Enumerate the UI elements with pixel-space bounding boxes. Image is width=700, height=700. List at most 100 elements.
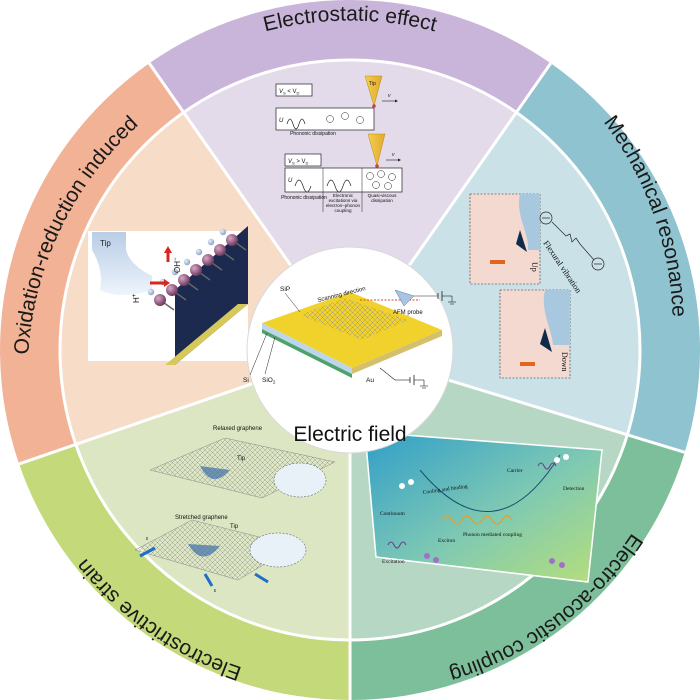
- molecule-oxygen: [214, 244, 226, 256]
- strain-arrow-right: [254, 572, 269, 584]
- au-wire: [379, 367, 396, 381]
- tip-label-top: Tip: [369, 81, 376, 87]
- epsilon-label-a: ε: [146, 536, 149, 542]
- tip-apex-top: [372, 104, 376, 108]
- label-excitation: Excitation: [382, 559, 405, 565]
- relaxed-label: Relaxed graphene: [213, 426, 263, 432]
- sio2-leader: [264, 336, 276, 375]
- phonon-wave: [441, 515, 513, 525]
- electron-b: [341, 112, 349, 120]
- sample-side-si: [262, 329, 352, 378]
- down-cantilever: [543, 290, 570, 345]
- stretched-tip: [188, 544, 220, 557]
- electron-e: [377, 170, 385, 178]
- carrier-dot-c: [554, 457, 560, 463]
- label-au: Au: [366, 377, 374, 384]
- u-label-bottom: U: [288, 178, 293, 184]
- strain-arrow-bottom: [203, 573, 214, 587]
- acoustic-panel: [364, 431, 603, 583]
- minus-circle-bottom: [591, 257, 605, 271]
- molecule-oxygen: [178, 274, 190, 286]
- molecule-oxygen: [226, 234, 238, 246]
- acoustic-inset: Continuum Carrier Cooling and binding Ex…: [364, 431, 603, 583]
- velocity-arrowhead-bottom: [398, 158, 401, 162]
- label-afm-probe: AFM probe: [393, 310, 423, 316]
- bottom-panel: [284, 167, 403, 193]
- caption-electronic: Electronic excitations via electron–phon…: [325, 193, 361, 213]
- up-frame-border: [469, 193, 541, 285]
- label-sio2: SiO2: [262, 377, 276, 385]
- label-continuum: Continuum: [380, 511, 405, 517]
- caption-electronic-wrap: Electronic excitations via electron–phon…: [325, 193, 361, 213]
- resistor-zigzag: [551, 221, 581, 245]
- label-phonon: Phonon mediated coupling: [463, 532, 522, 538]
- strain-inset: Relaxed graphene Tip Stretched graphene …: [134, 426, 336, 594]
- potential-wave-bottom-a: [294, 179, 312, 193]
- separator-electrostatic: [148, 62, 293, 267]
- condition-box-top: [275, 83, 313, 97]
- afm-probe-body: [394, 289, 415, 307]
- ring-sector-strain: [19, 444, 350, 700]
- tip-cone-top: [364, 75, 383, 107]
- inner-panel-strain: [75, 383, 350, 640]
- carrier-dot-a: [399, 483, 405, 489]
- up-tip: [516, 230, 527, 252]
- strain-arrow-left: [139, 546, 156, 558]
- oh-arrowhead: [164, 246, 172, 253]
- carrier-dot-d: [563, 454, 569, 460]
- tip-apex-bottom: [375, 164, 379, 168]
- redox-inset: Tip H+ OH−: [88, 226, 248, 365]
- down-tip: [540, 328, 552, 352]
- sector-separators: [18, 58, 686, 700]
- molecule-hydrogen: [219, 228, 227, 236]
- label-carrier: Carrier: [507, 468, 523, 474]
- velocity-label-bottom: v: [392, 152, 395, 158]
- ring-sector-redox: [0, 63, 184, 464]
- epsilon-label-b: ε: [214, 588, 217, 594]
- ring-divider-circle: [58, 58, 642, 642]
- molecule-oxygen: [202, 254, 214, 266]
- sample-side-left: [262, 323, 352, 374]
- hole-dot-a: [424, 553, 430, 559]
- sip-flake: [300, 298, 408, 340]
- molecule-hydrogen: [147, 288, 155, 296]
- carrier-dot-b: [408, 479, 414, 485]
- energy-curve: [419, 454, 561, 513]
- ring-sector-acoustic: [350, 434, 685, 700]
- molecule-hydrogen: [183, 258, 191, 266]
- si-leader: [249, 332, 268, 376]
- caption-viscous: Quasi-viscous dissipation: [367, 193, 397, 203]
- caption-viscous-wrap: Quasi-viscous dissipation: [367, 193, 397, 203]
- electron-g: [372, 181, 380, 189]
- stretched-zoom-bubble: [249, 532, 307, 568]
- top-panel: [275, 107, 375, 131]
- ring-sector-mechanical: [516, 63, 700, 453]
- sample-side-right: [352, 330, 442, 374]
- oh-minus-label: OH−: [173, 257, 182, 273]
- caption-phononic: Phononic dissipation: [281, 195, 327, 201]
- molecule-hydrogen: [207, 238, 215, 246]
- minus-circle-top: [539, 211, 553, 225]
- ring-sector-electrostatic: [149, 0, 551, 113]
- label-detection: Detection: [563, 486, 585, 492]
- separator-mechanical: [407, 62, 552, 267]
- electrostatic-inset: VS < VD Tip v U Phononic dissipation VS …: [275, 75, 403, 213]
- hole-dot-b: [433, 557, 439, 563]
- electron-a: [326, 115, 334, 123]
- electron-h: [384, 182, 392, 190]
- relaxed-zoom-bubble: [273, 462, 327, 498]
- up-cantilever: [518, 194, 540, 250]
- electron-d: [366, 172, 374, 180]
- relaxed-tip-label: Tip: [237, 456, 246, 462]
- wire: [579, 243, 595, 261]
- separator-acoustic: [448, 378, 686, 454]
- tip-cone-bottom: [367, 133, 386, 167]
- label-si: Si: [243, 377, 249, 384]
- surface-molecules: [147, 228, 247, 311]
- redox-tip: [92, 232, 152, 295]
- center-title: Electric field: [293, 423, 406, 446]
- molecule-oxygen: [190, 264, 202, 276]
- center-hub: SiP Scanning direction AFM probe Si SiO2…: [243, 246, 456, 454]
